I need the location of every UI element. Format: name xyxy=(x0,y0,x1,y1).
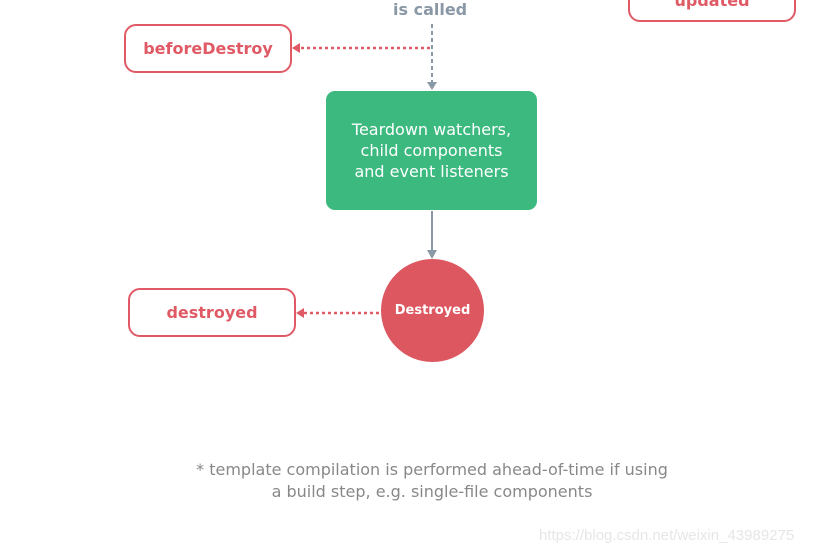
destroyed-state: Destroyed xyxy=(381,259,484,362)
teardown-box: Teardown watchers, child components and … xyxy=(326,91,537,210)
destroyed-hook: destroyed xyxy=(128,288,296,337)
arrow-down-icon xyxy=(427,82,437,90)
updated-hook: updated xyxy=(628,0,796,22)
updated-label: updated xyxy=(674,0,750,10)
arrow-left-icon xyxy=(296,308,304,318)
footnote-line: a build step, e.g. single-file component… xyxy=(271,482,593,501)
watermark: https://blog.csdn.net/weixin_43989275 xyxy=(539,527,795,544)
footnote: * template compilation is performed ahea… xyxy=(150,459,714,503)
arrow-down-icon xyxy=(427,250,437,259)
teardown-label: Teardown watchers, child components and … xyxy=(351,120,512,181)
beforeDestroy-hook: beforeDestroy xyxy=(124,24,292,73)
arrow-left-icon xyxy=(292,43,300,53)
footnote-line: * template compilation is performed ahea… xyxy=(196,460,668,479)
is-called-label: is called xyxy=(393,0,468,19)
